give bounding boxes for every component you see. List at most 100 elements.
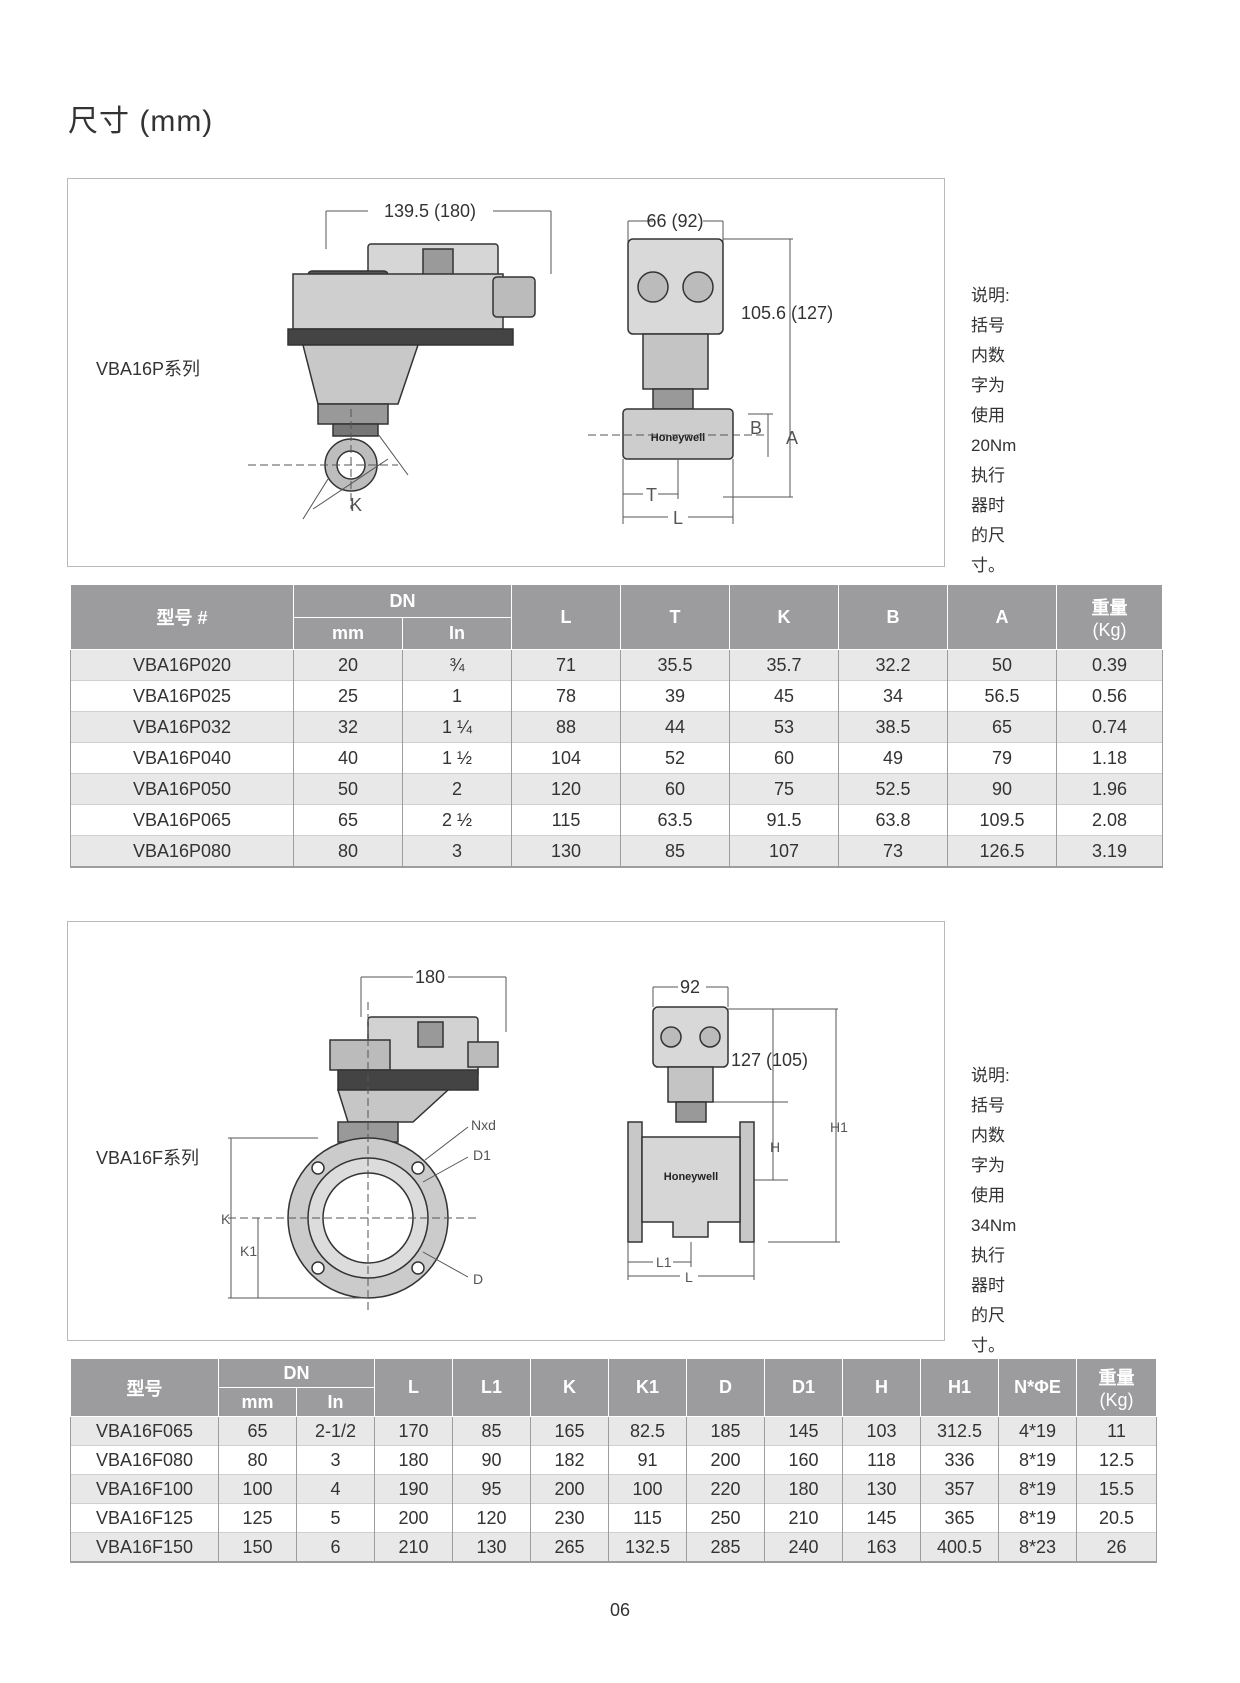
header-l: L	[511, 584, 621, 650]
cell-h: 103	[842, 1416, 921, 1446]
cell-in: ¾	[402, 649, 512, 681]
cell-b: 32.2	[838, 649, 948, 681]
label-d: D	[473, 1271, 483, 1287]
cell-ne: 8*19	[998, 1503, 1077, 1533]
header-l: L	[374, 1358, 453, 1417]
header-a: A	[947, 584, 1057, 650]
header-d: D	[686, 1358, 765, 1417]
note-line: 括号内数字为使用	[971, 316, 1005, 425]
cell-mm: 100	[218, 1474, 297, 1504]
cell-a: 109.5	[947, 804, 1057, 836]
header-model: 型号 #	[70, 584, 294, 650]
valve-side-drawing: 139.5 (180) K	[248, 201, 833, 528]
note-title: 说明:	[971, 1066, 1010, 1085]
cell-a: 126.5	[947, 835, 1057, 867]
cell-k: 165	[530, 1416, 609, 1446]
figure-box-vba16f: VBA16F系列 180	[67, 921, 1016, 1355]
cell-ne: 8*19	[998, 1474, 1077, 1504]
cell-k: 91.5	[729, 804, 839, 836]
cell-in: 5	[296, 1503, 375, 1533]
cell-t: 35.5	[620, 649, 730, 681]
header-k: K	[729, 584, 839, 650]
header-k: K	[530, 1358, 609, 1417]
header-d1: D1	[764, 1358, 843, 1417]
cell-t: 39	[620, 680, 730, 712]
cell-in: 1 ¼	[402, 711, 512, 743]
cell-l: 115	[511, 804, 621, 836]
series-label: VBA16P系列	[96, 359, 201, 379]
cell-in: 1	[402, 680, 512, 712]
cell-model: VBA16P050	[70, 773, 294, 805]
cell-ne: 4*19	[998, 1416, 1077, 1446]
cell-l1: 85	[452, 1416, 531, 1446]
cell-t: 60	[620, 773, 730, 805]
cell-mm: 25	[293, 680, 403, 712]
cell-l: 190	[374, 1474, 453, 1504]
header-weight: 重量 (Kg)	[1076, 1358, 1157, 1417]
cell-t: 44	[620, 711, 730, 743]
cell-a: 65	[947, 711, 1057, 743]
cell-b: 52.5	[838, 773, 948, 805]
cell-mm: 40	[293, 742, 403, 774]
cell-l: 104	[511, 742, 621, 774]
cell-t: 63.5	[620, 804, 730, 836]
note-line: 括号内数字为使用	[971, 1096, 1005, 1205]
cell-l: 120	[511, 773, 621, 805]
cell-k: 35.7	[729, 649, 839, 681]
cell-l: 88	[511, 711, 621, 743]
spec-table-vba16f: 型号 DN L L1 K K1 D D1 H H1 N*ΦE 重量 (Kg) m…	[70, 1358, 1157, 1563]
dimension-width: 139.5 (180)	[384, 201, 476, 221]
cell-k1: 100	[608, 1474, 687, 1504]
cell-in: 2-1/2	[296, 1416, 375, 1446]
cell-kg: 2.08	[1056, 804, 1163, 836]
header-ne: N*ΦE	[998, 1358, 1077, 1417]
cell-in: 4	[296, 1474, 375, 1504]
header-weight-label: 重量	[1098, 1368, 1135, 1388]
label-nxd: Nxd	[471, 1117, 496, 1133]
cell-l: 71	[511, 649, 621, 681]
cell-kg: 26	[1076, 1532, 1157, 1562]
cell-mm: 80	[218, 1445, 297, 1475]
cell-in: 6	[296, 1532, 375, 1562]
cell-h1: 357	[920, 1474, 999, 1504]
cell-kg: 3.19	[1056, 835, 1163, 867]
cell-h1: 312.5	[920, 1416, 999, 1446]
cell-k: 107	[729, 835, 839, 867]
cell-kg: 0.56	[1056, 680, 1163, 712]
cell-d1: 240	[764, 1532, 843, 1562]
cell-l: 210	[374, 1532, 453, 1562]
cell-model: VBA16P032	[70, 711, 294, 743]
cell-d: 200	[686, 1445, 765, 1475]
figure-box-vba16p: VBA16P系列 139.5 (180)	[67, 178, 1016, 575]
cell-k: 230	[530, 1503, 609, 1533]
dimension-k: K	[221, 1211, 231, 1227]
dimension-l: L	[685, 1269, 693, 1285]
cell-model: VBA16P080	[70, 835, 294, 867]
cell-b: 38.5	[838, 711, 948, 743]
header-weight: 重量 (Kg)	[1056, 584, 1163, 650]
header-weight-unit: (Kg)	[1092, 619, 1127, 640]
cell-a: 90	[947, 773, 1057, 805]
cell-l: 170	[374, 1416, 453, 1446]
cell-kg: 12.5	[1076, 1445, 1157, 1475]
header-model: 型号	[70, 1358, 219, 1417]
cell-k1: 82.5	[608, 1416, 687, 1446]
header-b: B	[838, 584, 948, 650]
header-t: T	[620, 584, 730, 650]
cell-h: 118	[842, 1445, 921, 1475]
cell-mm: 50	[293, 773, 403, 805]
cell-b: 34	[838, 680, 948, 712]
cell-l1: 130	[452, 1532, 531, 1562]
cell-d1: 210	[764, 1503, 843, 1533]
cell-d: 220	[686, 1474, 765, 1504]
header-dn-mm: mm	[293, 617, 403, 650]
dimension-l1: L1	[656, 1254, 672, 1270]
cell-model: VBA16F125	[70, 1503, 219, 1533]
cell-h: 163	[842, 1532, 921, 1562]
cell-model: VBA16F150	[70, 1532, 219, 1562]
cell-mm: 150	[218, 1532, 297, 1562]
header-dn-in: In	[296, 1387, 375, 1417]
cell-l: 200	[374, 1503, 453, 1533]
label-d1: D1	[473, 1147, 491, 1163]
